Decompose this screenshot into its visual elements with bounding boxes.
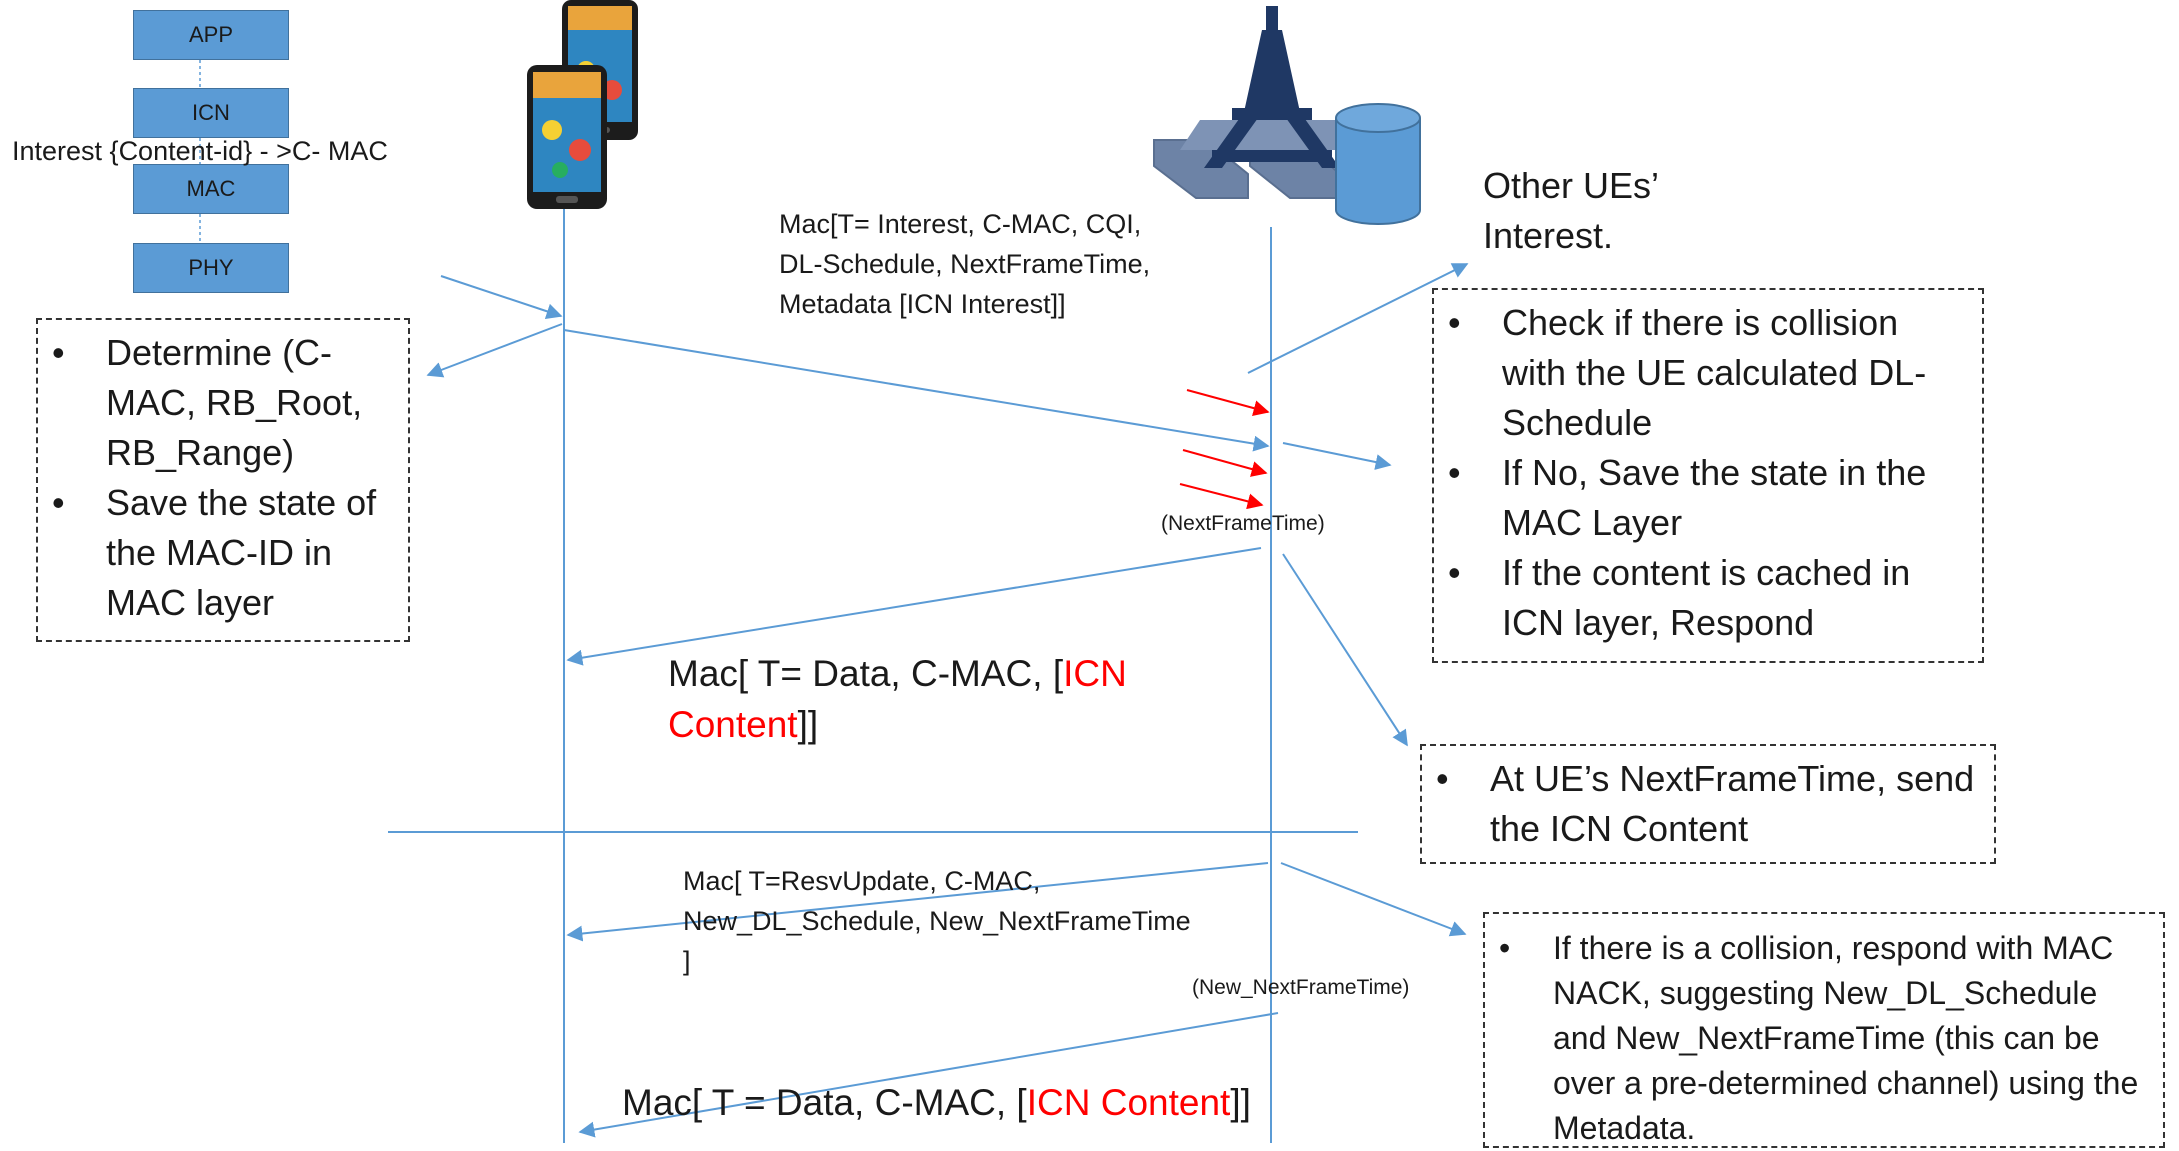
bs-to-send-note-arrow — [1282, 553, 1408, 747]
final-data-message: Mac[ T = Data, C-MAC, [ICN Content]] — [622, 1077, 1251, 1128]
interest-message-line: DL-Schedule, NextFrameTime, — [779, 249, 1151, 279]
data-reply-prefix: Mac[ T= Data, C-MAC, [ — [668, 653, 1064, 694]
note-bullet: If there is a collision, respond with MA… — [1485, 926, 2153, 1151]
next-frame-time-label: (NextFrameTime) — [1161, 512, 1325, 535]
phy-layer-box: PHY — [133, 243, 289, 293]
app-layer-box: APP — [133, 10, 289, 60]
resv-update-arrow — [566, 862, 1269, 942]
final-data-prefix: Mac[ T = Data, C-MAC, [ — [622, 1082, 1027, 1123]
mac-layer-box: MAC — [133, 164, 289, 214]
icn-layer-box: ICN — [133, 88, 289, 138]
ue-to-note-arrow — [426, 323, 563, 378]
bs-to-collision-note-arrow — [1280, 862, 1467, 937]
bs-to-check-note-arrow — [1282, 442, 1392, 470]
data-downlink-arrow — [566, 547, 1262, 666]
interest-message-line: Metadata [ICN Interest]] — [779, 289, 1066, 319]
base-station-tower-icon — [1153, 6, 1360, 199]
resv-update-line: Mac[ T=ResvUpdate, C-MAC, — [683, 866, 1041, 896]
interest-message: Mac[T= Interest, C-MAC, CQI, DL-Schedule… — [779, 204, 1150, 324]
data-reply-icn: ICN — [1063, 653, 1127, 694]
phone-icon-front — [527, 65, 607, 209]
other-ues-line: Interest. — [1483, 215, 1614, 256]
data-reply-content: Content — [668, 704, 798, 745]
note-bullet: Check if there is collision with the UE … — [1434, 298, 1962, 448]
send-content-note: At UE’s NextFrameTime, send the ICN Cont… — [1420, 744, 1996, 864]
final-data-arrow — [578, 1012, 1279, 1138]
note-bullet: Determine (C-MAC, RB_Root, RB_Range) — [38, 328, 408, 478]
other-ue-interest-arrow — [1247, 263, 1469, 374]
other-ues-label: Other UEs’ Interest. — [1483, 161, 1659, 261]
timing-arrows — [1179, 389, 1270, 510]
note-bullet: Save the state of the MAC-ID in MAC laye… — [38, 478, 408, 628]
note-bullet: At UE’s NextFrameTime, send the ICN Cont… — [1422, 754, 1994, 854]
interest-uplink-arrow — [563, 329, 1270, 452]
resv-update-line: New_DL_Schedule, New_NextFrameTime — [683, 906, 1191, 936]
collision-check-note: Check if there is collision with the UE … — [1432, 288, 1984, 663]
data-reply-suffix: ]] — [797, 704, 819, 745]
interest-label: Interest {Content-id} - >C- MAC — [12, 136, 388, 166]
final-data-suffix: ]] — [1230, 1082, 1251, 1123]
resv-update-message: Mac[ T=ResvUpdate, C-MAC, New_DL_Schedul… — [683, 861, 1191, 981]
database-icon — [1335, 103, 1421, 225]
note-bullet: If No, Save the state in the MAC Layer — [1434, 448, 1962, 548]
interest-message-line: Mac[T= Interest, C-MAC, CQI, — [779, 209, 1142, 239]
message-arrows — [426, 263, 1469, 1138]
app-to-ue-arrow — [440, 275, 563, 320]
final-data-content: ICN Content — [1026, 1082, 1231, 1123]
new-next-frame-time-label: (New_NextFrameTime) — [1192, 976, 1410, 999]
resv-update-line: ] — [683, 946, 691, 976]
data-reply-message: Mac[ T= Data, C-MAC, [ICN Content]] — [668, 648, 1148, 750]
ue-state-note: Determine (C-MAC, RB_Root, RB_Range) Sav… — [36, 318, 410, 642]
collision-response-note: If there is a collision, respond with MA… — [1483, 912, 2165, 1148]
note-bullet: If the content is cached in ICN layer, R… — [1434, 548, 1962, 648]
other-ues-line: Other UEs’ — [1483, 165, 1660, 206]
